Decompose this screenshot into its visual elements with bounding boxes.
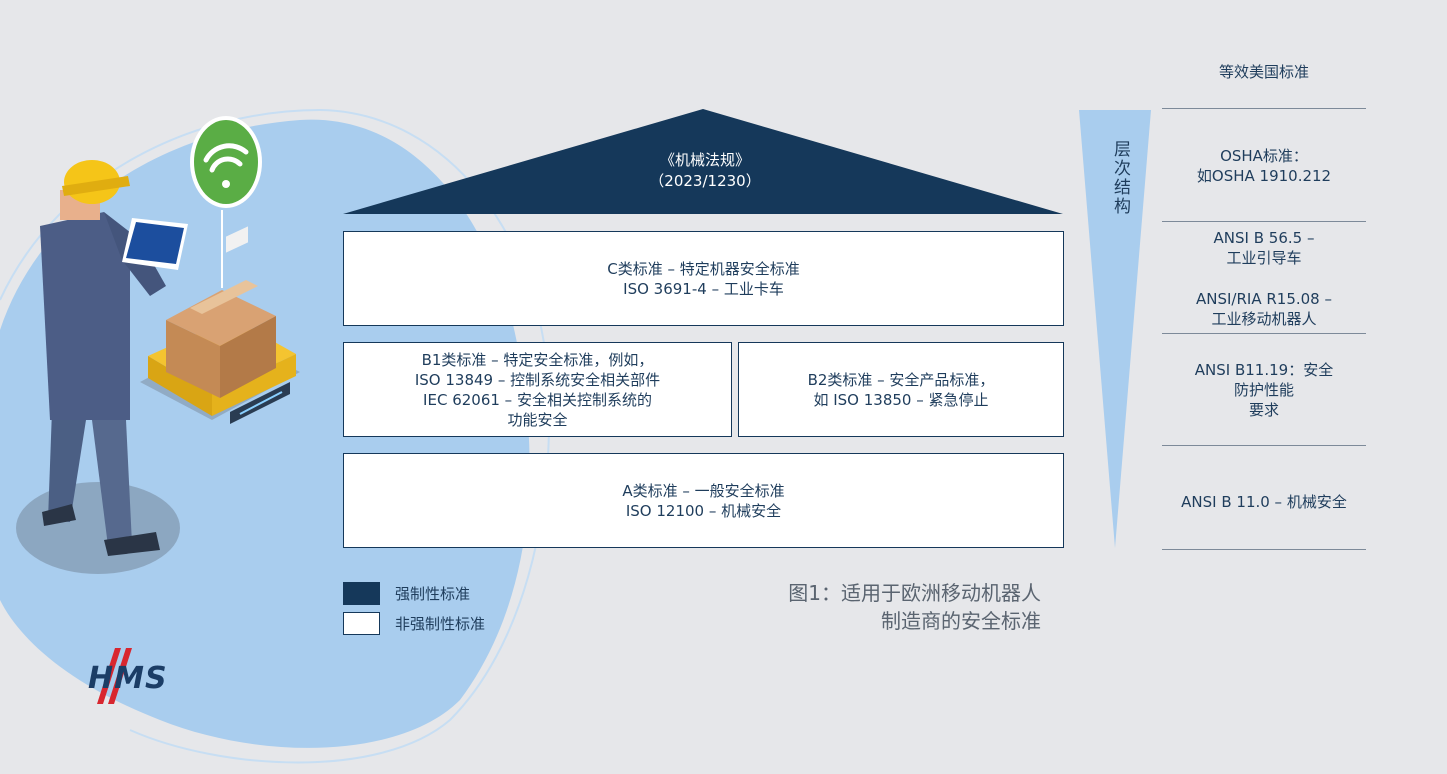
b1-standard-line-2: ISO 13849 – 控制系统安全相关部件 [414,370,661,389]
a-standard-line-1: A类标准 – 一般安全标准 [622,481,785,500]
column-divider [1162,549,1366,550]
hms-logo-graphic: HMS [88,648,168,704]
agv-robot-illustration [140,226,300,424]
column-divider [1162,445,1366,446]
roof-triangle [343,109,1063,214]
ansi-ria-line-1: ANSI/RIA R15.08 – [1196,290,1332,308]
b2-standard-line-1: B2类标准 – 安全产品标准， [807,370,995,389]
a-standard-box: A类标准 – 一般安全标准 ISO 12100 – 机械安全 [343,453,1064,548]
ansi-b1119-standard: ANSI B11.19：安全 防护性能 要求 [1162,360,1366,420]
machinery-regulation-title: 《机械法规》 （2023/1230） [560,150,850,192]
osha-line-2: 如OSHA 1910.212 [1196,167,1332,185]
b2-standard-box: B2类标准 – 安全产品标准， 如 ISO 13850 – 紧急停止 [738,342,1064,437]
ansi-b110-line-1: ANSI B 11.0 – 机械安全 [1181,493,1347,511]
b2-standard-line-2: 如 ISO 13850 – 紧急停止 [813,390,989,409]
wifi-pin-illustration [190,116,262,288]
us-standards-header: 等效美国标准 [1162,62,1366,82]
worker-illustration [40,160,188,556]
ansi-ria-standard: ANSI/RIA R15.08 – 工业移动机器人 [1162,289,1366,329]
non-mandatory-legend-swatch [343,612,380,635]
mandatory-legend-swatch [343,582,380,605]
floor-shadow [16,482,180,574]
column-divider [1162,221,1366,222]
a-standard-line-2: ISO 12100 – 机械安全 [625,501,782,520]
hierarchy-label: 层次结构 [1110,140,1130,216]
roof-line-2: （2023/1230） [649,172,761,190]
mandatory-legend-label: 强制性标准 [395,585,471,603]
ansi-b565-line-2: 工业引导车 [1226,249,1302,267]
hierarchy-triangle [1079,110,1151,548]
ansi-b1119-line-2: 防护性能 [1233,381,1294,399]
ansi-b565-standard: ANSI B 56.5 – 工业引导车 [1162,228,1366,268]
osha-standard: OSHA标准： 如OSHA 1910.212 [1162,146,1366,186]
c-standard-line-1: C类标准 – 特定机器安全标准 [607,259,800,278]
column-divider [1162,108,1366,109]
b1-standard-line-1: B1类标准 – 特定安全标准，例如， [421,350,654,369]
b1-standard-box: B1类标准 – 特定安全标准，例如， ISO 13849 – 控制系统安全相关部… [343,342,732,437]
svg-text:HMS: HMS [88,661,168,696]
ansi-b110-standard: ANSI B 11.0 – 机械安全 [1162,492,1366,512]
c-standard-box: C类标准 – 特定机器安全标准 ISO 3691-4 – 工业卡车 [343,231,1064,326]
column-divider [1162,333,1366,334]
osha-line-1: OSHA标准： [1220,147,1308,165]
ansi-b565-line-1: ANSI B 56.5 – [1213,229,1315,247]
ansi-b1119-line-3: 要求 [1248,401,1279,419]
caption-line-1: 图1：适用于欧洲移动机器人 [788,581,1041,605]
b1-standard-line-3: IEC 62061 – 安全相关控制系统的 [423,390,652,409]
ansi-ria-line-2: 工业移动机器人 [1211,310,1317,328]
us-standards-header-text: 等效美国标准 [1218,63,1309,81]
b1-standard-line-4: 功能安全 [507,410,568,429]
c-standard-line-2: ISO 3691-4 – 工业卡车 [623,279,784,298]
figure-caption: 图1：适用于欧洲移动机器人 制造商的安全标准 [788,579,1041,635]
roof-line-1: 《机械法规》 [659,151,750,169]
caption-line-2: 制造商的安全标准 [881,609,1041,633]
ansi-b1119-line-1: ANSI B11.19：安全 [1194,361,1334,379]
non-mandatory-legend-label: 非强制性标准 [395,615,486,633]
